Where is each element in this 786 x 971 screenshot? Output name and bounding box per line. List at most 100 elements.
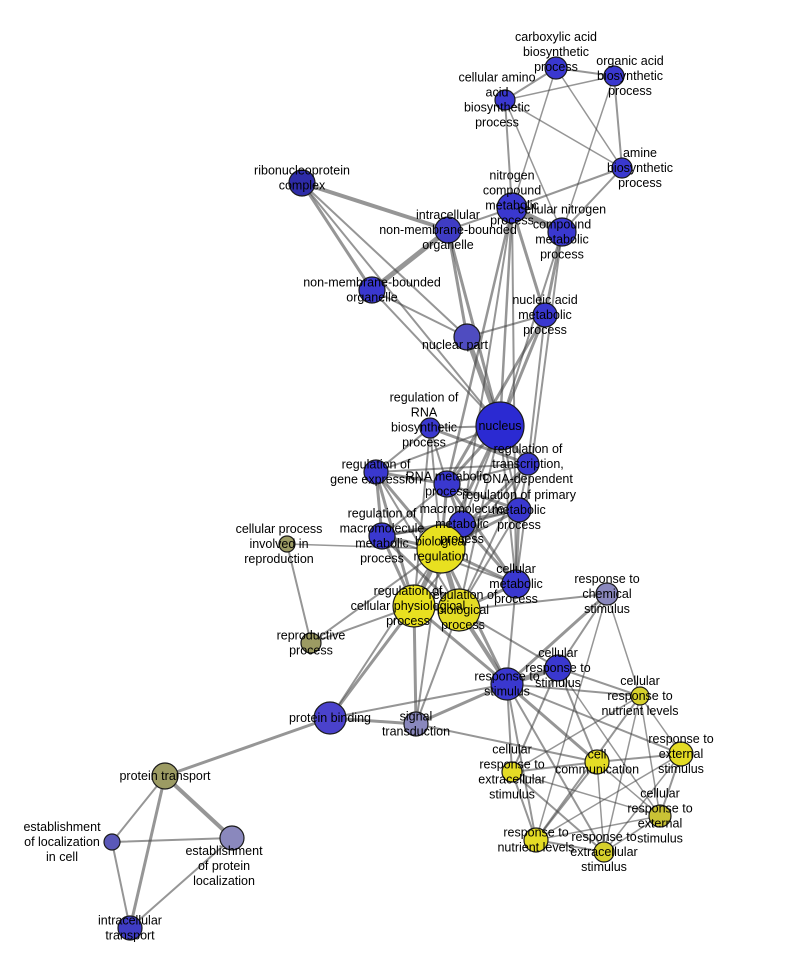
node-response-to-chemical-stimulus[interactable] bbox=[595, 582, 619, 606]
edge-regulation-of-transcription-dna-dependent--regulation-of-biological-process bbox=[458, 463, 529, 611]
node-regulation-of-biological-process[interactable] bbox=[437, 588, 481, 632]
edge-response-to-chemical-stimulus--response-to-stimulus bbox=[505, 592, 609, 686]
node-response-to-stimulus[interactable] bbox=[490, 667, 524, 701]
node-cell-communication[interactable] bbox=[584, 749, 610, 775]
node-cellular-response-to-stimulus[interactable] bbox=[544, 654, 572, 682]
node-response-to-nutrient-levels[interactable] bbox=[523, 827, 549, 853]
edge-cellular-response-to-stimulus--cellular-response-to-extracellular-stimulus bbox=[511, 667, 559, 773]
node-establishment-of-protein-localization[interactable] bbox=[219, 825, 245, 851]
edge-signal-transduction--cell-communication bbox=[415, 723, 598, 763]
edge-response-to-chemical-stimulus--cellular-response-to-nutrient-levels bbox=[606, 593, 641, 697]
node-cellular-metabolic-process[interactable] bbox=[501, 569, 531, 599]
node-reproductive-process[interactable] bbox=[300, 632, 322, 654]
edge-response-to-chemical-stimulus--response-to-nutrient-levels bbox=[535, 593, 608, 841]
node-intracellular-transport[interactable] bbox=[117, 915, 143, 941]
edge-rna-metabolic-process--regulation-of-macromolecule-metabolic-process bbox=[381, 483, 448, 537]
edge-organic-acid-biosynthetic-process--amine-biosynthetic-process bbox=[613, 75, 623, 169]
node-response-to-external-stimulus[interactable] bbox=[668, 741, 694, 767]
edge-response-to-stimulus--response-to-extracellular-stimulus bbox=[506, 683, 605, 853]
node-regulation-of-gene-expression[interactable] bbox=[363, 459, 389, 485]
node-label-protein-binding: protein binding bbox=[289, 711, 371, 725]
node-regulation-of-rna-biosynthetic-process[interactable] bbox=[419, 417, 441, 439]
node-establishment-of-localization-in-cell[interactable] bbox=[103, 833, 121, 851]
edge-cellular-process-involved-in-reproduction--reproductive-process bbox=[286, 543, 312, 644]
node-cellular-amino-acid-biosynthetic-process[interactable] bbox=[494, 89, 516, 111]
edge-cellular-response-to-stimulus--cellular-response-to-nutrient-levels bbox=[557, 667, 641, 697]
edge-cellular-response-to-stimulus--cellular-response-to-external-stimulus bbox=[557, 667, 661, 817]
edge-cellular-response-to-extracellular-stimulus--response-to-extracellular-stimulus bbox=[511, 771, 605, 853]
node-cellular-response-to-external-stimulus[interactable] bbox=[648, 804, 672, 828]
node-carboxylic-acid-biosynthetic-process[interactable] bbox=[544, 56, 568, 80]
node-protein-transport[interactable] bbox=[151, 762, 179, 790]
edge-organic-acid-biosynthetic-process--cellular-amino-acid-biosynthetic-process bbox=[504, 75, 615, 101]
edge-cell-communication--cellular-response-to-extracellular-stimulus bbox=[511, 761, 598, 773]
node-regulation-of-macromolecule-metabolic-process[interactable] bbox=[368, 522, 396, 550]
node-nitrogen-compound-metabolic-process[interactable] bbox=[496, 192, 528, 224]
edge-nucleic-acid-metabolic-process--rna-metabolic-process bbox=[445, 313, 547, 486]
node-nuclear-part[interactable] bbox=[453, 323, 481, 351]
node-signal-transduction[interactable] bbox=[403, 711, 429, 737]
node-intracellular-non-membrane-bounded-organelle[interactable] bbox=[434, 216, 462, 244]
node-regulation-of-cellular-physiological-process[interactable] bbox=[392, 584, 436, 628]
node-cellular-response-to-extracellular-stimulus[interactable] bbox=[501, 761, 523, 783]
edge-biological-regulation--protein-binding bbox=[329, 548, 442, 719]
node-protein-binding[interactable] bbox=[313, 701, 347, 735]
node-regulation-of-primary-metabolic-process[interactable] bbox=[506, 497, 532, 523]
edge-response-to-nutrient-levels--cellular-response-to-external-stimulus bbox=[535, 815, 661, 841]
node-nucleus[interactable] bbox=[475, 401, 525, 451]
edge-cellular-amino-acid-biosynthetic-process--nitrogen-compound-metabolic-process bbox=[504, 99, 513, 209]
edge-establishment-of-protein-localization--intracellular-transport bbox=[129, 837, 233, 929]
edge-ribonucleoprotein-complex--nuclear-part bbox=[301, 182, 468, 338]
edge-cellular-nitrogen-compound-metabolic-process--nucleus bbox=[499, 231, 563, 427]
node-rna-metabolic-process[interactable] bbox=[433, 470, 461, 498]
edge-response-to-external-stimulus--cell-communication bbox=[596, 753, 682, 763]
edge-cellular-response-to-extracellular-stimulus--cellular-response-to-external-stimulus bbox=[511, 771, 661, 817]
edge-cellular-metabolic-process--response-to-stimulus bbox=[506, 583, 517, 685]
edge-non-membrane-bounded-organelle--nuclear-part bbox=[371, 289, 468, 338]
edge-response-to-external-stimulus--response-to-extracellular-stimulus bbox=[603, 753, 682, 853]
edge-ribonucleoprotein-complex--intracellular-non-membrane-bounded-organelle bbox=[300, 181, 450, 232]
node-organic-acid-biosynthetic-process[interactable] bbox=[603, 65, 625, 87]
edge-cell-communication--response-to-extracellular-stimulus bbox=[596, 761, 605, 853]
edge-regulation-of-rna-biosynthetic-process--regulation-of-cellular-physiological-process bbox=[413, 427, 431, 607]
edge-establishment-of-localization-in-cell--establishment-of-protein-localization bbox=[111, 837, 233, 843]
node-regulation-of-transcription-dna-dependent[interactable] bbox=[516, 452, 540, 476]
node-biological-regulation[interactable] bbox=[416, 524, 466, 574]
node-cellular-response-to-nutrient-levels[interactable] bbox=[630, 686, 650, 706]
edge-cellular-response-to-nutrient-levels--cellular-response-to-extracellular-stimulus bbox=[511, 695, 641, 773]
node-response-to-extracellular-stimulus[interactable] bbox=[593, 841, 615, 863]
node-nucleic-acid-metabolic-process[interactable] bbox=[532, 302, 558, 328]
edge-response-to-chemical-stimulus--cellular-response-to-stimulus bbox=[557, 593, 608, 669]
edge-rna-metabolic-process--cellular-metabolic-process bbox=[445, 482, 518, 586]
edge-nitrogen-compound-metabolic-process--macromolecule-metabolic-process bbox=[461, 207, 513, 525]
edge-protein-transport--establishment-of-protein-localization bbox=[163, 774, 234, 840]
node-ribonucleoprotein-complex[interactable] bbox=[288, 169, 316, 197]
node-cellular-process-involved-in-reproduction[interactable] bbox=[278, 535, 296, 553]
node-non-membrane-bounded-organelle[interactable] bbox=[358, 276, 386, 304]
node-cellular-nitrogen-compound-metabolic-process[interactable] bbox=[547, 217, 577, 247]
edge-carboxylic-acid-biosynthetic-process--nitrogen-compound-metabolic-process bbox=[511, 67, 557, 209]
node-amine-biosynthetic-process[interactable] bbox=[611, 157, 633, 179]
edge-protein-transport--intracellular-transport bbox=[128, 774, 167, 930]
